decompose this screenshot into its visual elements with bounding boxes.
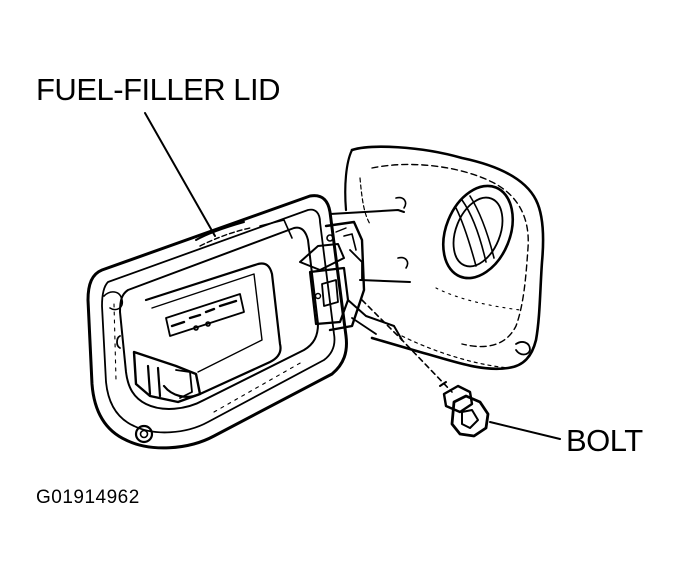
bolt-label: BOLT	[566, 423, 643, 458]
filler-housing	[330, 147, 543, 369]
bolt	[440, 382, 488, 436]
bolt-installation-line	[362, 300, 452, 392]
fuel-filler-lid-label: FUEL-FILLER LID	[36, 72, 281, 107]
fuel-filler-lid	[88, 196, 346, 448]
leader-bolt	[490, 422, 560, 439]
leader-fuel-filler-lid	[145, 113, 215, 236]
figure-code-label: G01914962	[36, 487, 140, 508]
